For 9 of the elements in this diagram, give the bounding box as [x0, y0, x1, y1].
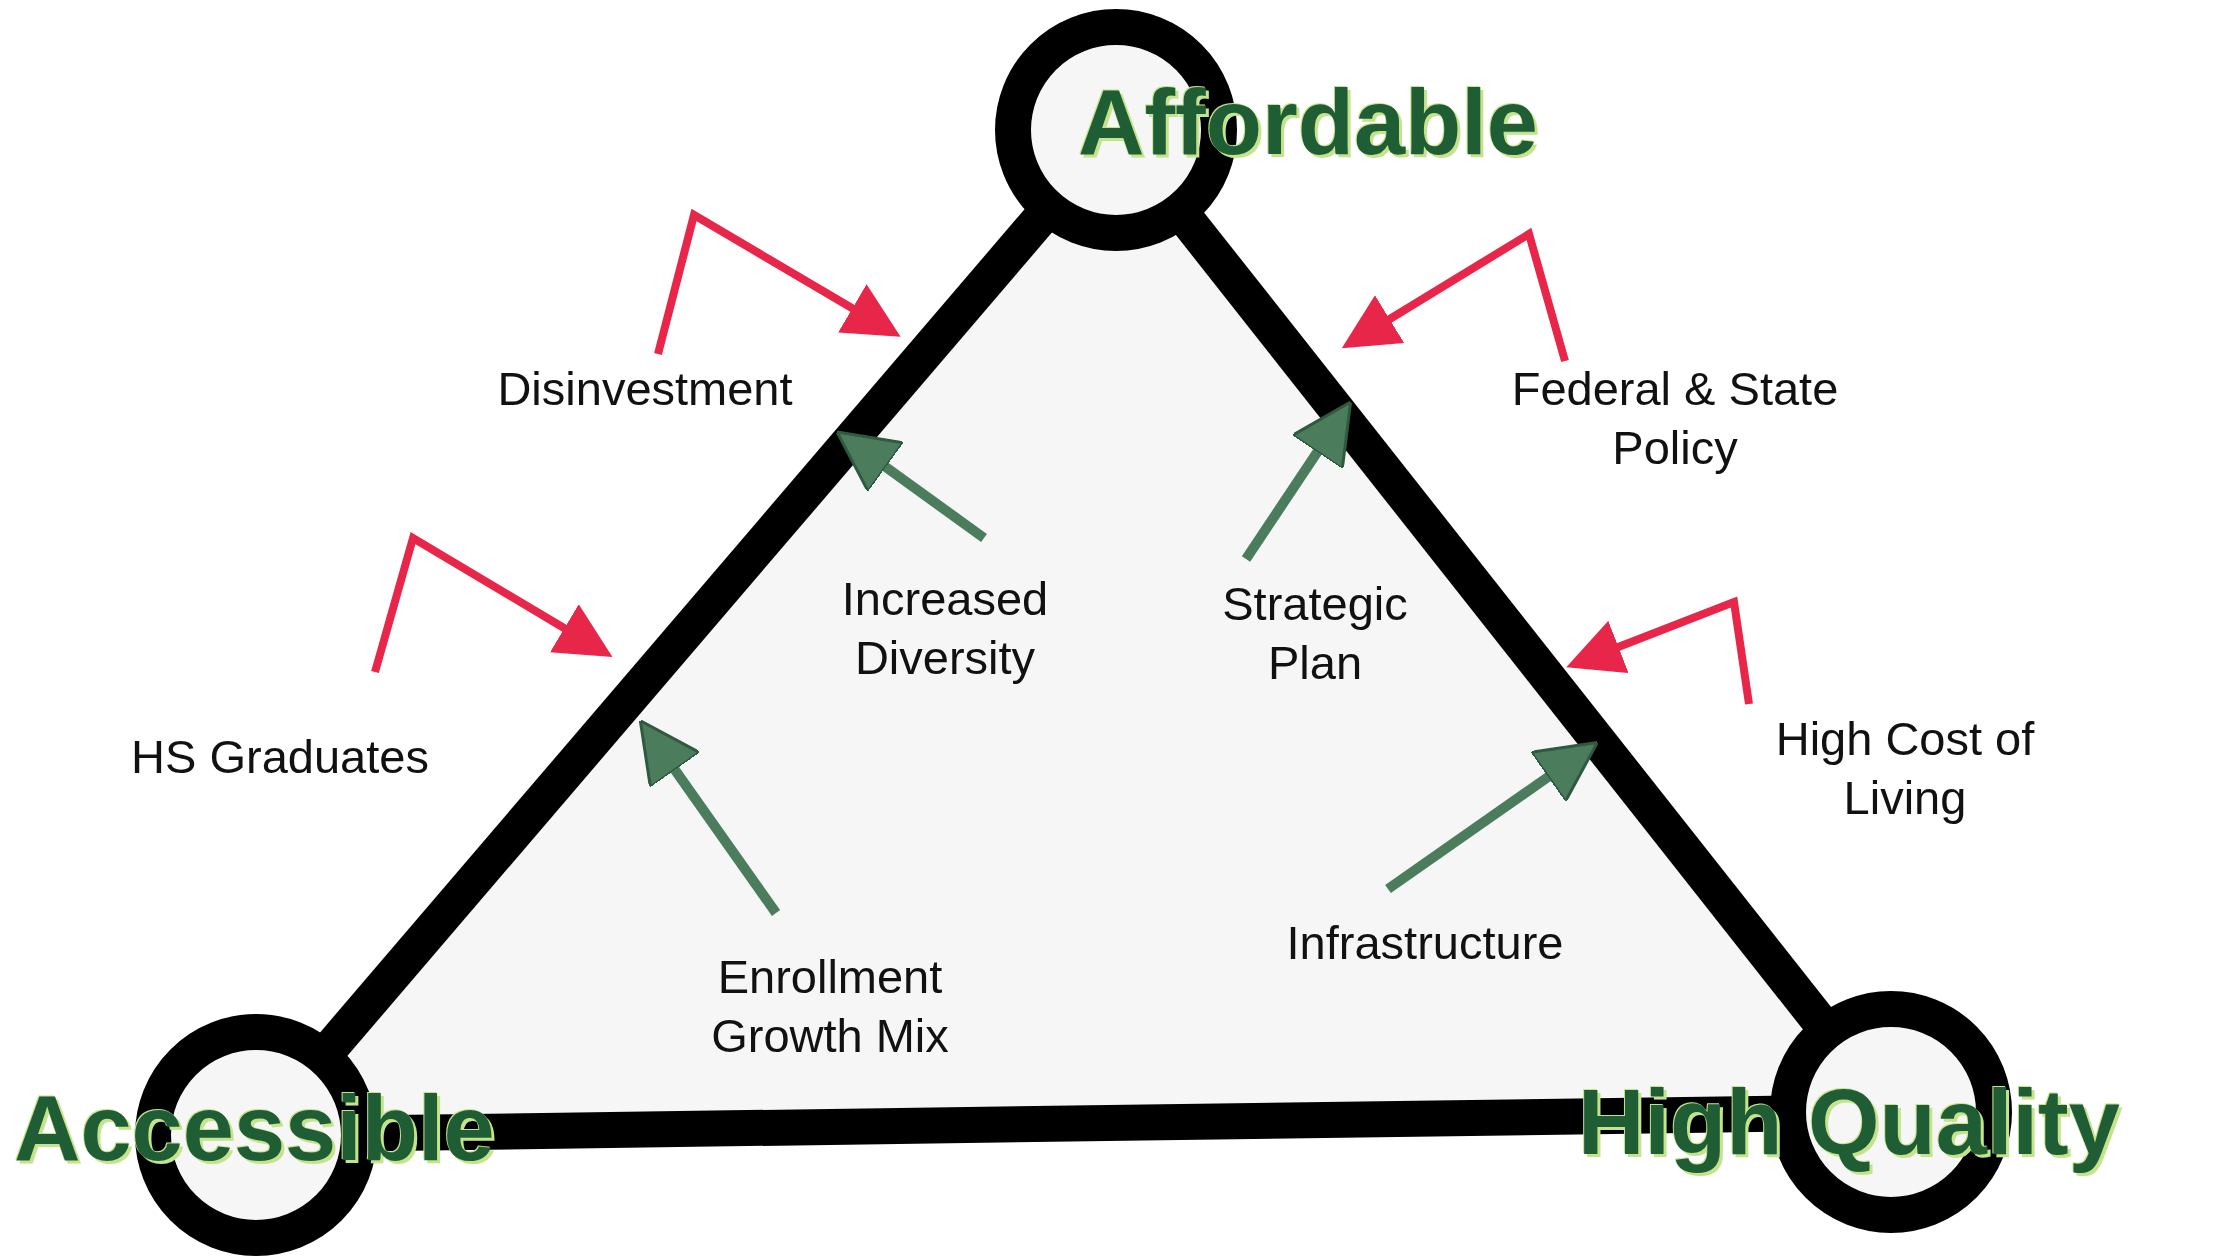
- factor-label: High Cost of Living: [1774, 711, 2036, 826]
- factor-label: Increased Diversity: [840, 571, 1050, 686]
- factor-label: Infrastructure: [1285, 915, 1565, 971]
- factor-label: Disinvestment: [496, 361, 794, 417]
- factor-label: Federal & State Policy: [1510, 361, 1840, 476]
- factor-label: Strategic Plan: [1221, 576, 1409, 691]
- triangle-side: [318, 207, 1054, 1058]
- factor-label: Enrollment Growth Mix: [710, 949, 950, 1064]
- factor-label: HS Graduates: [130, 729, 430, 785]
